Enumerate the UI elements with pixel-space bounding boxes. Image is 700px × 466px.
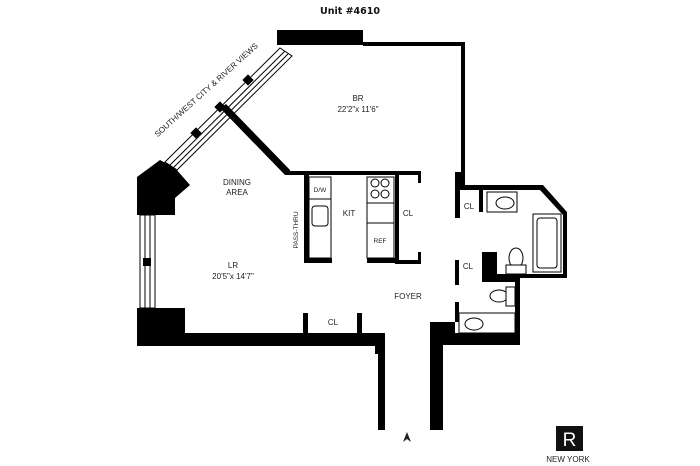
br-dims: 22'2"x 11'6": [337, 105, 378, 114]
windows: [139, 47, 293, 309]
stove-icon: [370, 178, 390, 199]
logo: R NEW YORK: [546, 426, 590, 464]
logo-letter: R: [563, 430, 577, 451]
toilet-icon: [489, 289, 509, 303]
sink-icon: [311, 205, 329, 227]
logo-city: NEW YORK: [546, 455, 590, 464]
br-label: BR: [352, 94, 363, 103]
refrigerator-label: REF: [374, 238, 387, 245]
closet-kitchen-label: CL: [403, 209, 414, 218]
unit-title: Unit #4610: [320, 6, 380, 17]
closet-bath-upper-label: CL: [464, 202, 475, 211]
north-arrow-icon: [403, 432, 411, 442]
pass-thru-label: PASS-THRU: [293, 211, 300, 248]
kit-label: KIT: [343, 209, 356, 218]
lr-label: LR: [228, 261, 238, 270]
dining-label: DINING: [223, 178, 251, 187]
dishwasher-label: D/W: [314, 187, 328, 194]
bath-fixtures: [458, 191, 562, 334]
bathtub-icon: [536, 217, 558, 269]
walls: [137, 30, 567, 430]
closet-bath-lower-label: CL: [463, 262, 474, 271]
sink-icon: [495, 196, 515, 210]
dining-label-2: AREA: [226, 188, 248, 197]
sink-icon: [464, 317, 484, 331]
closet-foyer-label: CL: [328, 318, 339, 327]
foyer-label: FOYER: [394, 292, 422, 301]
kitchen-fixtures: [304, 175, 397, 263]
lr-dims: 20'5"x 14'7": [212, 272, 254, 281]
